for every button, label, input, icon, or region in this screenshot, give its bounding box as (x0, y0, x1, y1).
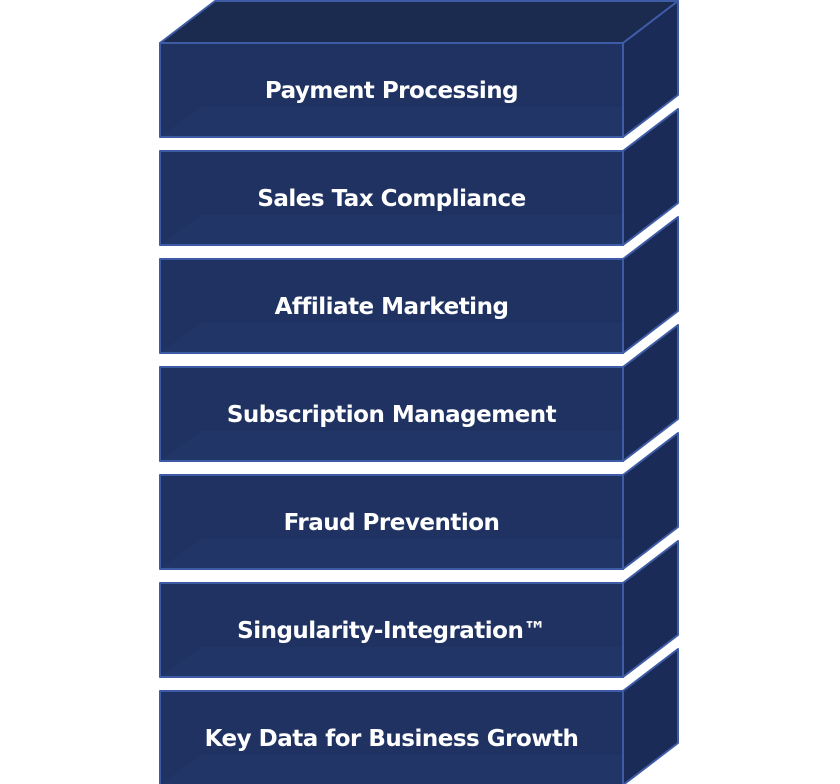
layer-label: Key Data for Business Growth (205, 726, 579, 752)
stack-layer: Singularity-Integration™ (159, 540, 679, 678)
layer-label: Subscription Management (227, 402, 557, 428)
layer-label: Singularity-Integration™ (237, 618, 546, 644)
stack-layer: Subscription Management (159, 324, 679, 462)
layer-front-band (161, 323, 622, 352)
layer-top-face (159, 0, 679, 44)
stack-layer: Sales Tax Compliance (159, 108, 679, 246)
layer-front-band (161, 647, 622, 676)
stack-layer: Payment Processing (159, 0, 679, 138)
layer-front-band (161, 107, 622, 136)
layer-label: Sales Tax Compliance (257, 186, 525, 212)
stack-group: Key Data for Business Growth Singularity-… (159, 0, 679, 784)
layer-label: Affiliate Marketing (275, 294, 509, 320)
layer-front-band (161, 539, 622, 568)
layer-label: Payment Processing (265, 78, 518, 104)
stack-layer: Affiliate Marketing (159, 216, 679, 354)
stack-layer: Fraud Prevention (159, 432, 679, 570)
stack-layer: Key Data for Business Growth (159, 648, 679, 784)
layer-front-band (161, 755, 622, 784)
layer-front-band (161, 431, 622, 460)
layer-label: Fraud Prevention (284, 510, 500, 536)
layer-front-band (161, 215, 622, 244)
